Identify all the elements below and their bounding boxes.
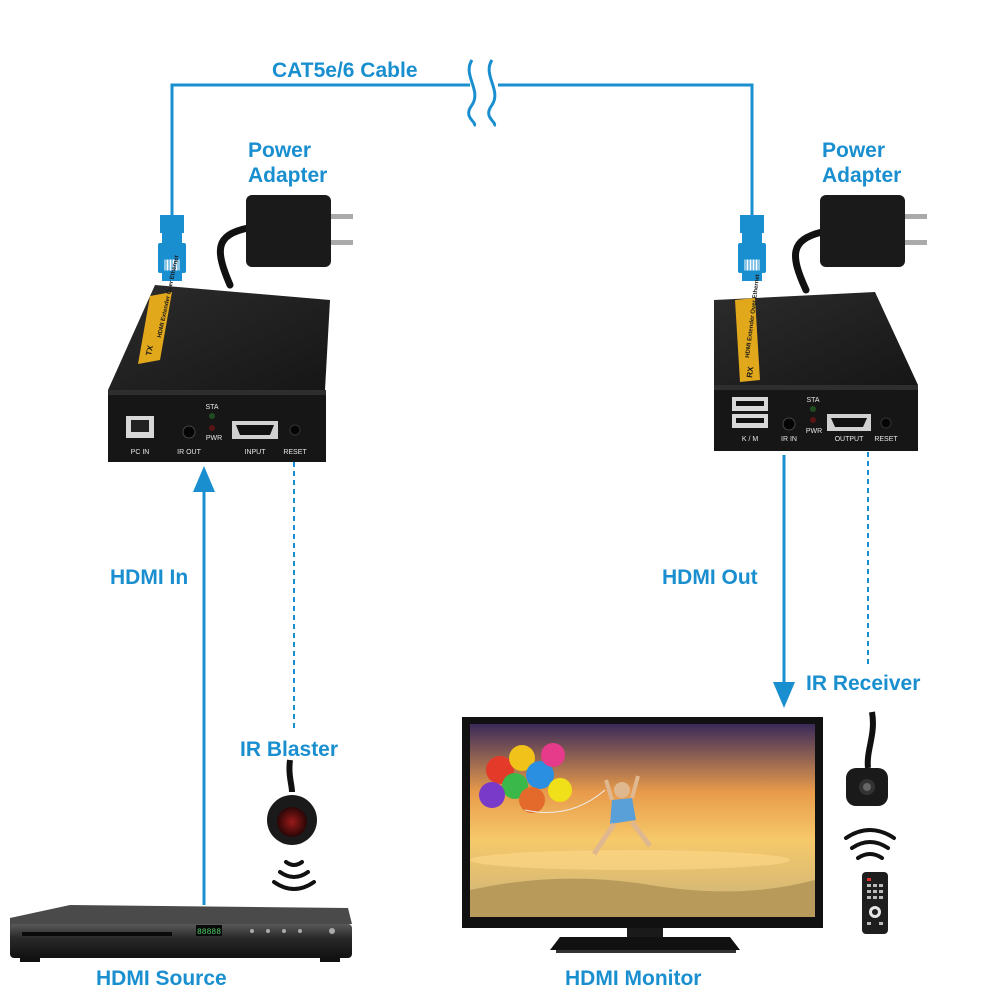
tx-input-label: INPUT [245,449,267,456]
rx-ir-in-label: IR IN [781,436,797,443]
rx-sta-label: STA [806,397,819,404]
tx-pc-in-label: PC IN [131,449,150,456]
rx-badge: RX [745,365,755,378]
tx-extender-box: TX HDMI Extender Over Ethernet PC IN IR … [108,255,330,462]
child-figure [591,775,652,856]
power-adapter-left-line2: Adapter [248,164,328,187]
cable-label: CAT5e/6 Cable [272,59,418,82]
svg-text:88888: 88888 [197,928,221,937]
power-adapter-left-label: Power Adapter [248,138,327,188]
power-adapter-left-line1: Power [248,139,312,162]
rj45-connector-icon [738,215,766,281]
rx-extender-box: RX HDMI Extender Over Ethernet K / M IR … [714,274,918,451]
tx-reset-label: RESET [283,449,307,456]
cat5-cable-line [170,59,754,232]
hdmi-in-label: HDMI In [110,566,189,589]
rx-km-label: K / M [742,436,759,443]
hdmi-in-arrow [193,466,215,905]
balloons [479,743,606,813]
hdmi-out-label: HDMI Out [662,566,758,589]
power-adapter-right-label: Power Adapter [822,138,901,188]
power-adapter-icon [792,195,927,294]
ir-blaster-label: IR Blaster [240,738,339,761]
tx-ir-out-label: IR OUT [177,449,201,456]
ir-signal-icon [272,860,316,891]
ir-receiver-label: IR Receiver [806,672,921,695]
tx-pwr-label: PWR [206,435,222,442]
rx-pwr-label: PWR [806,428,822,435]
hdmi-out-arrow [773,455,795,708]
hdmi-source-player: 88888 [10,905,352,962]
ir-blaster-device [267,759,317,845]
hdmi-monitor-label: HDMI Monitor [565,967,702,990]
tx-badge: TX [144,344,155,357]
rj45-connector-icon [158,215,186,281]
power-adapter-right-line2: Adapter [822,164,902,187]
remote-control-icon [862,872,888,934]
tx-sta-label: STA [205,404,218,411]
power-adapter-icon [216,195,353,289]
ir-signal-icon [844,828,896,860]
rx-reset-label: RESET [874,436,898,443]
power-adapter-right-line1: Power [822,139,886,162]
hdmi-monitor [462,717,823,953]
ir-receiver-device [846,711,888,806]
hdmi-source-label: HDMI Source [96,967,227,990]
rx-output-label: OUTPUT [835,436,865,443]
